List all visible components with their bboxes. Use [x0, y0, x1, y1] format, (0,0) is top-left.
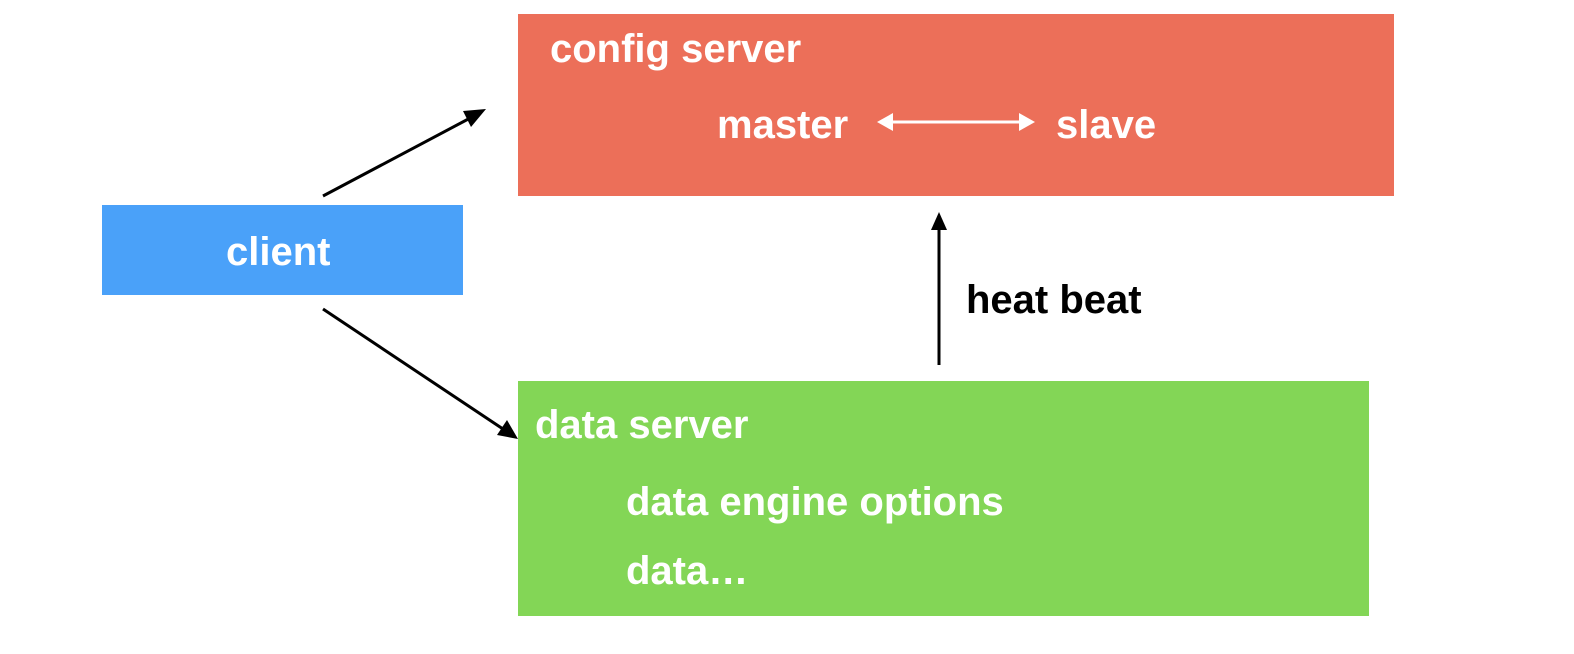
master-label: master — [717, 103, 849, 147]
arrow-client-to-config — [322, 109, 486, 198]
data-label: data… — [626, 549, 749, 593]
data-engine-options-label: data engine options — [626, 480, 1004, 524]
client-box: client — [102, 205, 463, 295]
client-label: client — [226, 230, 331, 274]
arrow-client-to-data — [322, 307, 518, 439]
config-server-box: config server master slave — [518, 14, 1394, 196]
arrow-heartbeat — [931, 212, 947, 365]
config-server-title: config server — [550, 27, 802, 71]
data-server-box: data server data engine options data… — [518, 381, 1369, 616]
data-server-title: data server — [535, 403, 749, 447]
slave-label: slave — [1056, 103, 1157, 147]
heartbeat-label: heat beat — [966, 278, 1142, 322]
